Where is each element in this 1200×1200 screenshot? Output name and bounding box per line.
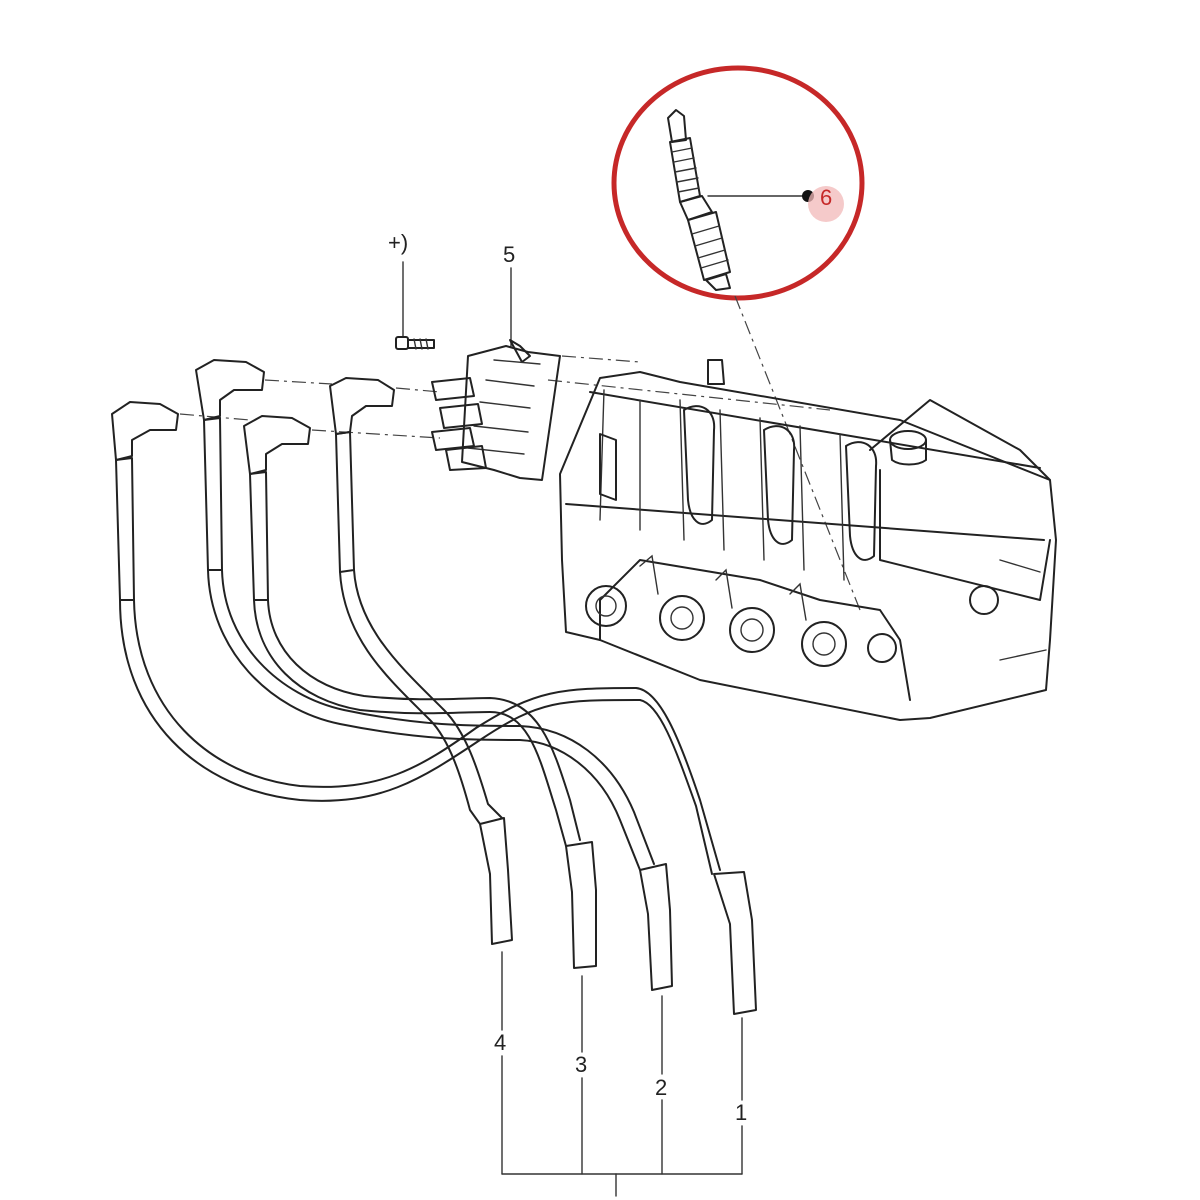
wire-4-callout-label: 4 [494,1030,506,1055]
boot-connect-line [395,387,441,393]
spark-plug [667,109,731,291]
ignition-wire-2 [243,415,597,969]
bolt [395,336,435,350]
boot-connect-line [264,379,333,385]
ignition-wire-1 [329,377,513,945]
wire-3-callout-label: 3 [575,1052,587,1077]
ignition-wire-4 [111,401,757,1015]
ignition-wire-3 [195,359,673,991]
bolt-callout-label: +) [388,230,408,255]
spark-plug-install-line [734,295,861,611]
wire-1-callout-label: 1 [735,1100,747,1125]
spark-plug-highlight-circle [611,65,865,301]
spark-plug-callout-label: 6 [820,185,832,210]
cylinder-head [559,359,1057,721]
coil-pack-mount-line [547,379,831,411]
spark-plug-callout-shade [808,186,844,222]
coil-pack [431,339,561,481]
wire-2-callout-label: 2 [655,1075,667,1100]
coil-pack-callout-label: 5 [503,242,515,267]
wire-callout-bracket [501,951,743,1197]
coil-pack-mount-line [561,355,641,363]
boot-connect-line [311,429,441,439]
